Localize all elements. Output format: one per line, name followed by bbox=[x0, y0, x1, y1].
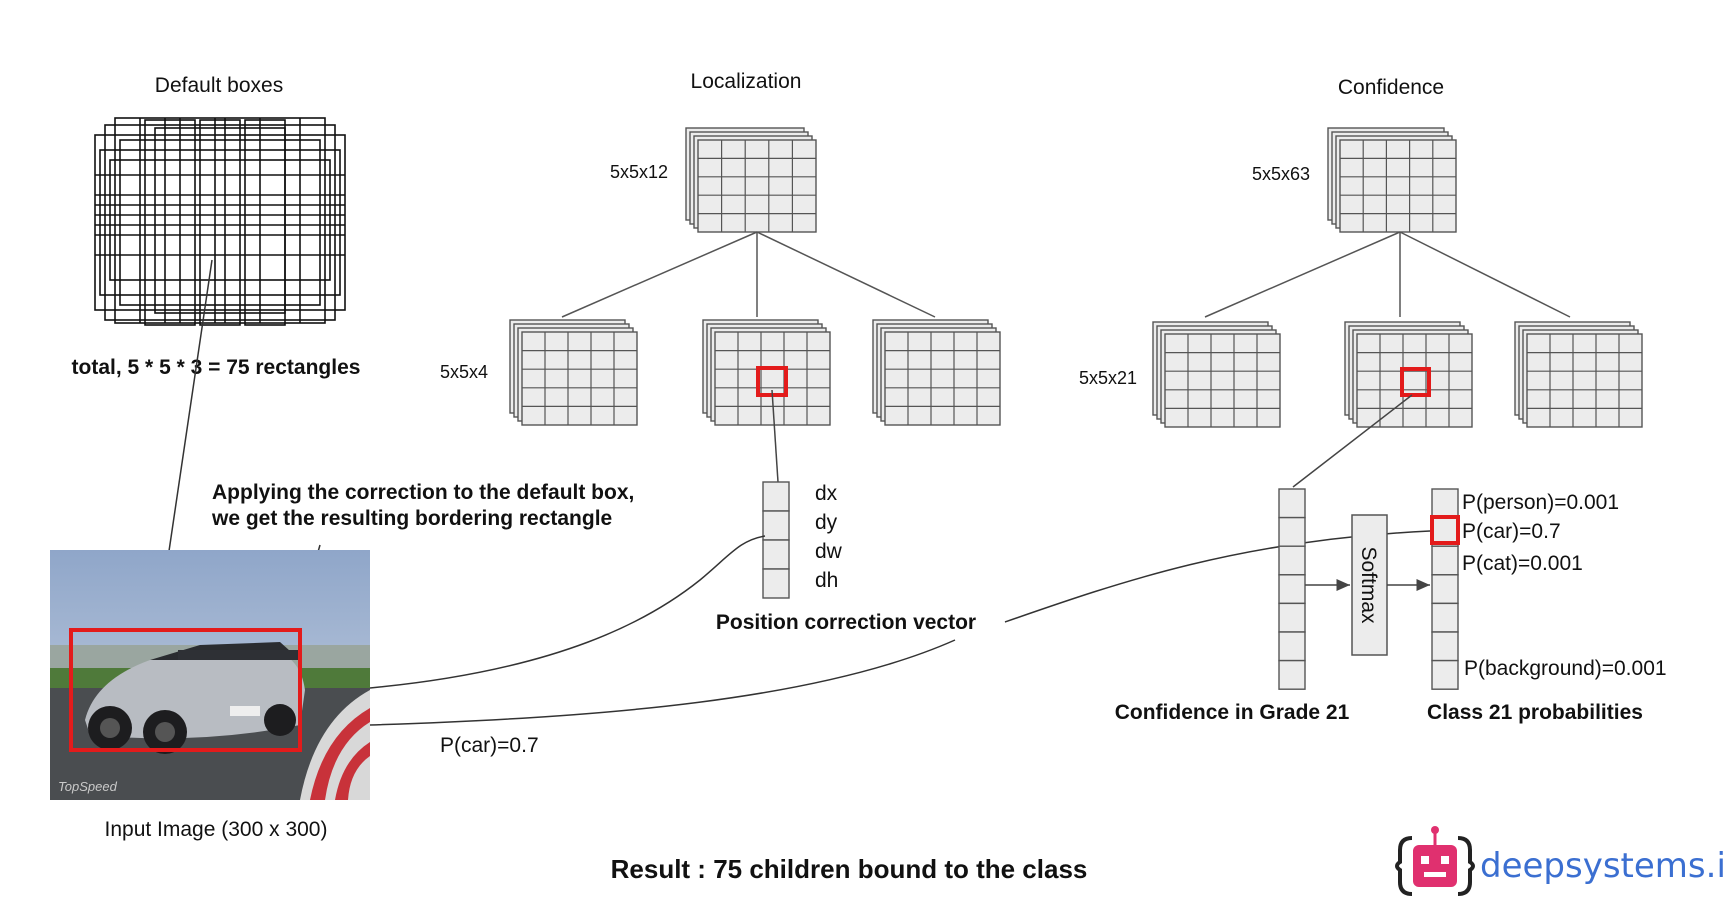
loc-to-vector-line bbox=[771, 389, 779, 483]
image-to-class-curve-a bbox=[369, 639, 956, 726]
robot-icon bbox=[1395, 826, 1475, 896]
default-boxes-title: Default boxes bbox=[155, 74, 283, 97]
conf-sub-dim: 5x5x21 bbox=[1079, 368, 1137, 388]
conf-branch-line-right bbox=[1399, 231, 1571, 318]
confidence-title: Confidence bbox=[1338, 76, 1444, 99]
vector-caption: Position correction vector bbox=[716, 611, 976, 634]
logo-text: deepsystems.io bbox=[1480, 846, 1727, 886]
conf-sub-stack-1 bbox=[1152, 321, 1281, 428]
confidence-caption: Confidence in Grade 21 bbox=[1115, 701, 1350, 724]
class-caption: Class 21 probabilities bbox=[1427, 701, 1643, 724]
result-caption: Result : 75 children bound to the class bbox=[611, 854, 1088, 884]
softmax-box bbox=[1351, 514, 1388, 656]
conf-sub-stack-2 bbox=[1344, 321, 1473, 428]
conf-sub-stack-3 bbox=[1514, 321, 1643, 428]
loc-branch-line-right bbox=[756, 231, 936, 318]
image-bounding-box bbox=[69, 628, 302, 752]
apply-correction-line1: Applying the correction to the default b… bbox=[212, 481, 634, 504]
default-boxes-total: total, 5 * 5 * 3 = 75 rectangles bbox=[72, 356, 361, 379]
prob-car: P(car)=0.7 bbox=[1462, 520, 1561, 543]
vector-dw: dw bbox=[815, 540, 843, 563]
pcar-line-label: P(car)=0.7 bbox=[440, 734, 539, 757]
loc-sub-stack-2 bbox=[702, 319, 831, 426]
vector-to-image-curve bbox=[369, 535, 766, 689]
loc-sub-dim: 5x5x4 bbox=[440, 362, 488, 382]
softmax-label: Softmax bbox=[1357, 546, 1380, 624]
conf-to-vector-line bbox=[1292, 394, 1413, 488]
vector-dh: dh bbox=[815, 569, 838, 592]
vector-dy: dy bbox=[815, 511, 838, 534]
conf-branch-line-left bbox=[1204, 231, 1401, 318]
confidence-vector bbox=[1278, 488, 1306, 690]
prob-cat: P(cat)=0.001 bbox=[1462, 552, 1583, 575]
position-correction-vector bbox=[762, 481, 790, 599]
vector-dx: dx bbox=[815, 482, 838, 505]
photo-watermark: TopSpeed bbox=[58, 779, 118, 794]
localization-title: Localization bbox=[691, 70, 802, 93]
loc-sub-stack-3 bbox=[872, 319, 1001, 426]
probability-vector bbox=[1431, 488, 1459, 690]
apply-correction-line2: we get the resulting bordering rectangle bbox=[211, 507, 612, 530]
conf-top-stack bbox=[1327, 127, 1457, 233]
input-caption: Input Image (300 x 300) bbox=[105, 818, 328, 841]
prob-person: P(person)=0.001 bbox=[1462, 491, 1619, 514]
loc-sub-stack-1 bbox=[509, 319, 638, 426]
prob-background: P(background)=0.001 bbox=[1464, 657, 1667, 680]
deepsystems-logo: deepsystems.io bbox=[1395, 826, 1727, 896]
loc-top-stack bbox=[685, 127, 817, 233]
input-image: TopSpeed bbox=[50, 550, 370, 800]
conf-top-dim: 5x5x63 bbox=[1252, 164, 1310, 184]
prob-highlight-cell bbox=[1430, 515, 1460, 545]
loc-top-dim: 5x5x12 bbox=[610, 162, 668, 182]
default-boxes-grid bbox=[94, 117, 346, 326]
conf-highlight-cell bbox=[1400, 367, 1431, 397]
loc-branch-line-left bbox=[561, 231, 758, 318]
